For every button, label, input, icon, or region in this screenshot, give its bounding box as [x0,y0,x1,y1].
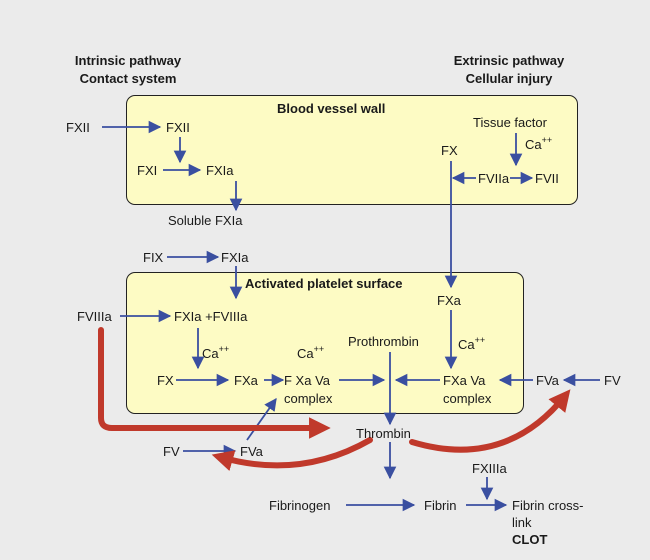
red-arrow-thrombin-fva-left [211,437,373,471]
node-ca-4: Ca++ [458,335,486,353]
fxava-right-line1: FXa Va [443,373,486,388]
node-fxa-right: FXa [437,293,461,308]
fxava-complex-line1: F Xa Va [284,373,331,388]
node-fxii-outer: FXII [66,120,90,135]
node-ca-1: Ca++ [525,135,553,153]
node-ca-3: Ca++ [297,344,325,362]
node-prothrombin: Prothrombin [348,334,419,349]
node-fix: FIX [143,250,164,265]
arrow-fva-complex-up [246,397,277,441]
node-fxia-fviiia: FXIa +FVIIIa [174,309,248,324]
node-fxava-right: FXa Va complex [443,373,491,406]
intrinsic-header: Intrinsic pathway Contact system [55,53,201,86]
node-fibrin-crosslink: Fibrin cross- link CLOT [512,498,584,547]
node-fxia-1: FXIa [206,163,234,178]
platelet-surface-title: Activated platelet surface [245,276,403,291]
activated-platelet-surface-box [126,272,524,414]
node-fibrinogen: Fibrinogen [269,498,331,513]
node-fxii-inner: FXII [166,120,190,135]
fxava-right-line2: complex [443,391,492,406]
fxava-complex-line2: complex [284,391,333,406]
red-arrow-thrombin-fva-right [409,389,571,453]
crosslink-line2: link [512,515,532,530]
node-fxiiia: FXIIIa [472,461,507,476]
node-fva-right: FVa [536,373,559,388]
node-fxi: FXI [137,163,158,178]
node-ca-2: Ca++ [202,344,230,362]
blood-vessel-wall-box [126,95,578,205]
crosslink-line1: Fibrin cross- [512,498,584,513]
node-fv-left: FV [163,444,180,459]
node-fv-right: FV [604,373,621,388]
node-fxia-2: FXIa [221,250,249,265]
node-tissue-factor: Tissue factor [473,115,547,130]
node-fva-left: FVa [240,444,263,459]
node-soluble-fxia: Soluble FXIa [168,213,243,228]
node-fx-left: FX [157,373,174,388]
intrinsic-subtitle: Contact system [79,71,177,86]
extrinsic-title: Extrinsic pathway [453,53,565,68]
node-fvii: FVII [535,171,559,186]
red-arrow-fviiia-thrombin [98,327,331,439]
vessel-wall-title: Blood vessel wall [277,101,386,116]
extrinsic-header: Extrinsic pathway Cellular injury [434,53,584,86]
node-thrombin: Thrombin [356,426,411,441]
node-fxa-left: FXa [234,373,258,388]
node-fviia: FVIIa [478,171,510,186]
node-fibrin: Fibrin [424,498,457,513]
clot-label: CLOT [512,532,548,547]
intrinsic-title: Intrinsic pathway [74,53,182,68]
extrinsic-subtitle: Cellular injury [465,71,553,86]
node-fxava-complex: F Xa Va complex [284,373,332,406]
node-fviiia: FVIIIa [77,309,112,324]
node-fx-right: FX [441,143,458,158]
